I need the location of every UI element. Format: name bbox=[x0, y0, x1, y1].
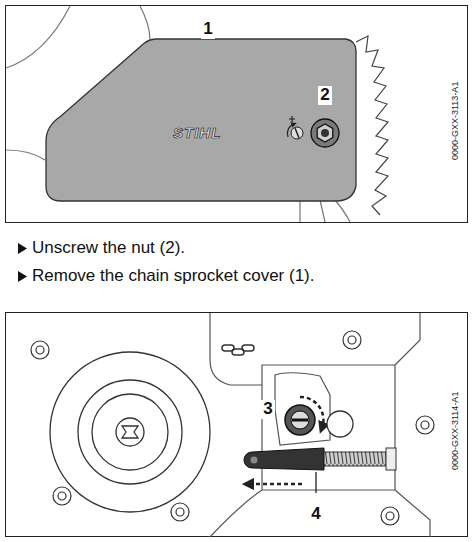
figure-frame bbox=[6, 6, 468, 223]
cover-hardware bbox=[287, 116, 339, 147]
cover-outline bbox=[46, 39, 356, 201]
callout-number: 2 bbox=[318, 86, 331, 105]
saw-chain bbox=[356, 36, 388, 215]
clutch-drum bbox=[50, 352, 210, 512]
figure-frame bbox=[6, 313, 468, 537]
brand-logo: STIHL bbox=[173, 124, 221, 141]
chain-symbol bbox=[222, 345, 254, 355]
figure-code: 0000-GXX-3114-A1 bbox=[451, 392, 460, 470]
tensioner-slide bbox=[244, 448, 396, 484]
tensioning-screw bbox=[285, 397, 353, 437]
crankcase-outline bbox=[210, 313, 430, 537]
bullet-markers bbox=[18, 243, 27, 282]
instruction-step: Unscrew the nut (2). bbox=[32, 238, 185, 258]
callout-number: 4 bbox=[309, 505, 322, 524]
callout-number: 1 bbox=[201, 20, 214, 39]
instruction-step: Remove the chain sprocket cover (1). bbox=[32, 266, 315, 286]
housing-screws bbox=[31, 331, 434, 525]
cover-shape bbox=[45, 38, 359, 204]
sprocket-cover: STIHL bbox=[45, 38, 357, 202]
figure-code: 0000-GXX-3113-A1 bbox=[451, 82, 460, 160]
callout-number: 3 bbox=[261, 400, 274, 419]
